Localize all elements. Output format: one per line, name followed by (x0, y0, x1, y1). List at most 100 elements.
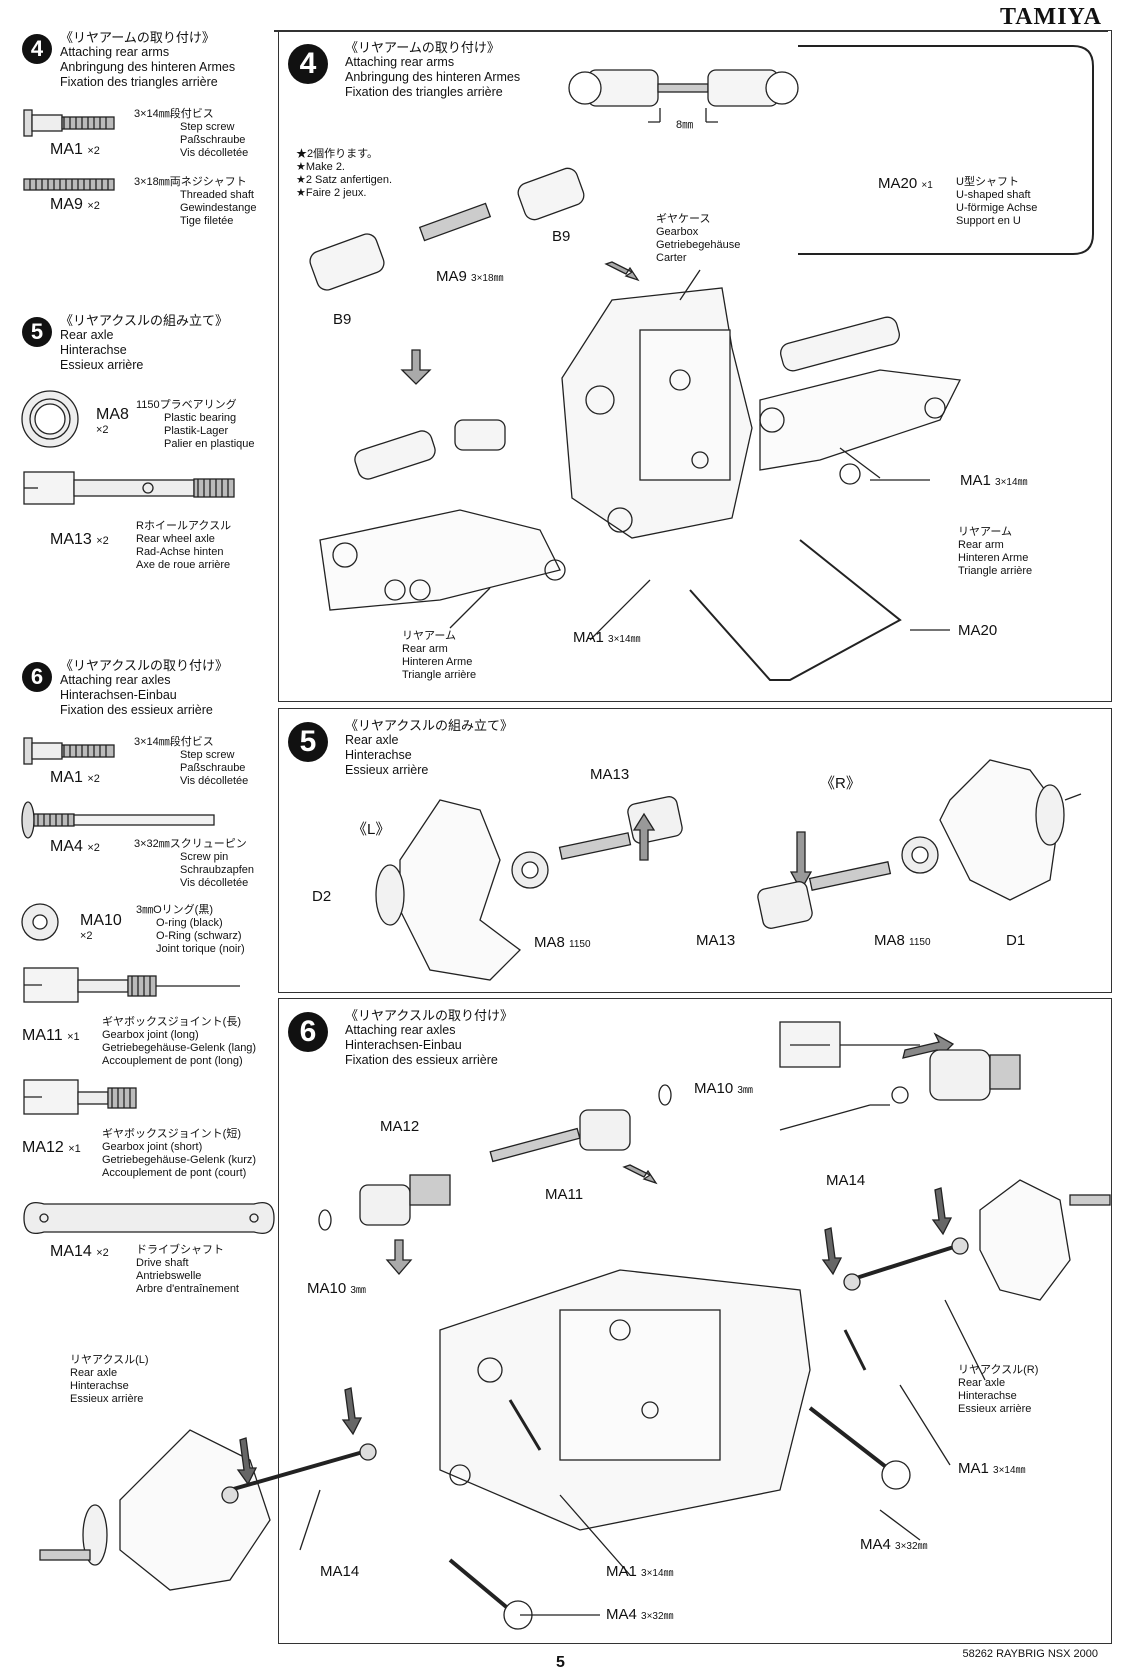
panel4-number-badge: 4 (288, 44, 328, 84)
gearcase-jp: ギヤケース (656, 213, 711, 225)
step6-title-fr: Fixation des essieux arrière (60, 703, 213, 717)
sidebar-step4-part-ma1: MA1 ×2 (50, 141, 100, 159)
sidebar-step6-part-ma14: MA14 ×2 (50, 1243, 109, 1261)
part-qty: ×2 (87, 773, 100, 785)
part-desc-de: Rad-Achse hinten (136, 546, 224, 558)
sidebar-step4-ma9-desc: 3×18㎜両ネジシャフト Threaded shaft Gewindestang… (134, 176, 256, 228)
rear-arm-en: Rear arm (402, 643, 448, 655)
panel4-dimension: 8㎜ (676, 119, 694, 131)
part-desc-jp: Rホイールアクスル (136, 520, 232, 532)
sidebar-step6-ma1-desc: 3×14㎜段付ビス Step screw Paßschraube Vis déc… (134, 736, 248, 788)
step5-title: 《リヤアクスルの組み立て》 Rear axle Hinterachse Essi… (60, 313, 228, 373)
sidebar-step6-part-ma11: MA11 ×1 (22, 1027, 80, 1045)
part-desc-en: Threaded shaft (180, 189, 254, 201)
label-ma1-right6: MA1 3×14㎜ (958, 1460, 1026, 1477)
step6-title-en: Attaching rear axles (60, 673, 171, 687)
part-code: MA1 (50, 141, 83, 158)
panel6-title-fr: Fixation des essieux arrière (345, 1053, 498, 1067)
label-ma9: MA9 3×18㎜ (436, 268, 504, 285)
rear-axle-l-de: Hinterachse (70, 1380, 129, 1392)
label-ma1-bottom: MA1 3×14㎜ (573, 629, 641, 646)
part-desc-en: Rear wheel axle (136, 533, 215, 545)
part-desc-en: Step screw (180, 749, 235, 761)
part-desc-jp: 3×18㎜両ネジシャフト (134, 176, 247, 188)
sidebar-step6-ma12-desc: ギヤボックスジョイント(短) Gearbox joint (short) Get… (102, 1128, 256, 1180)
step5-title-fr: Essieux arrière (60, 358, 144, 372)
ma1-size: 3×14㎜ (641, 1568, 674, 1579)
label-ma20-top: MA20 ×1 (878, 175, 933, 192)
rear-arm-fr: Triangle arrière (958, 565, 1033, 577)
label-ma10-top: MA10 3㎜ (694, 1080, 753, 1097)
ma1-code: MA1 (958, 1460, 989, 1477)
part-code: MA12 (22, 1139, 64, 1156)
ma4-code: MA4 (606, 1606, 637, 1623)
part-desc-fr: Vis décolletée (180, 775, 249, 787)
part-qty: ×2 (87, 200, 100, 212)
note-fr: ★Faire 2 jeux. (296, 187, 367, 199)
sidebar-step6-part-ma1: MA1 ×2 (50, 769, 100, 787)
part-desc-de: Paßschraube (180, 762, 246, 774)
gearcase-fr: Carter (656, 252, 687, 264)
page-number: 5 (556, 1654, 565, 1671)
step4-title-en: Attaching rear arms (60, 45, 170, 59)
rear-arm-en: Rear arm (958, 539, 1004, 551)
sidebar-step6-ma14-desc: ドライブシャフト Drive shaft Antriebswelle Arbre… (136, 1244, 239, 1296)
sidebar-rear-axle-l-label: リヤアクスル(L) Rear axle Hinterachse Essieux … (70, 1354, 149, 1406)
part-qty: ×1 (67, 1031, 80, 1043)
ma1-code: MA1 (606, 1563, 637, 1580)
part-desc-fr: Accouplement de pont (court) (102, 1167, 247, 1179)
label-ma8-right: MA8 1150 (874, 932, 931, 949)
label-l: 《L》 (352, 821, 391, 838)
step5-title-de: Hinterachse (60, 343, 127, 357)
part-code: MA11 (22, 1027, 63, 1044)
part-qty: ×1 (68, 1143, 81, 1155)
part-desc-de: O-Ring (schwarz) (156, 930, 242, 942)
part-desc-jp: 1150プラベアリング (136, 399, 237, 411)
step6-title-jp: 《リヤアクスルの取り付け》 (60, 658, 228, 673)
panel6-title: 《リヤアクスルの取り付け》 Attaching rear axles Hinte… (345, 1008, 513, 1068)
sidebar-step6-part-ma10: MA10 ×2 (80, 912, 122, 942)
part-qty: ×2 (96, 424, 109, 436)
ma1-code: MA1 (960, 472, 991, 489)
panel6-title-en: Attaching rear axles (345, 1023, 456, 1037)
label-ma10-left: MA10 3㎜ (307, 1280, 366, 1297)
step5-number-badge: 5 (22, 317, 52, 347)
label-b9-left: B9 (333, 311, 352, 328)
panel5-title-fr: Essieux arrière (345, 763, 429, 777)
rear-axle-r-jp: リヤアクスル(R) (958, 1364, 1039, 1376)
step5-title-jp: 《リヤアクスルの組み立て》 (60, 313, 228, 328)
ma1-size: 3×14㎜ (995, 477, 1028, 488)
label-b9-top: B9 (552, 228, 571, 245)
panel4-title-en: Attaching rear arms (345, 55, 455, 69)
label-ma11: MA11 (545, 1186, 584, 1203)
step4-title-fr: Fixation des triangles arrière (60, 75, 218, 89)
note-en: ★Make 2. (296, 161, 345, 173)
part-desc-de: Getriebegehäuse-Gelenk (lang) (102, 1042, 257, 1054)
step6-title-de: Hinterachsen-Einbau (60, 688, 177, 702)
label-ma9-code: MA9 (436, 268, 467, 285)
label-ma1-bottom6: MA1 3×14㎜ (606, 1563, 674, 1580)
rear-axle-l-fr: Essieux arrière (70, 1393, 144, 1405)
step5-title-en: Rear axle (60, 328, 114, 342)
ma8-code: MA8 (874, 932, 905, 949)
step6-title: 《リヤアクスルの取り付け》 Attaching rear axles Hinte… (60, 658, 228, 718)
panel5-title-de: Hinterachse (345, 748, 412, 762)
label-rear-axle-r: リヤアクスル(R) Rear axle Hinterachse Essieux … (958, 1364, 1038, 1416)
sidebar-step5-ma8-desc: 1150プラベアリング Plastic bearing Plastik-Lage… (136, 399, 255, 451)
part-desc-fr: Vis décolletée (180, 877, 249, 889)
panel4-title-de: Anbringung des hinteren Armes (345, 70, 521, 84)
label-ma8-left: MA8 1150 (534, 934, 591, 951)
panel5-number-badge: 5 (288, 722, 328, 762)
ma10-size: 3㎜ (350, 1285, 366, 1296)
part-qty: ×2 (96, 535, 109, 547)
part-desc-jp: ギヤボックスジョイント(短) (102, 1128, 241, 1140)
part-desc-fr: Tige filetée (180, 215, 234, 227)
part-desc-fr: Vis décolletée (180, 147, 249, 159)
panel4-title-fr: Fixation des triangles arrière (345, 85, 503, 99)
sidebar-step6-ma4-desc: 3×32㎜スクリューピン Screw pin Schraubzapfen Vis… (134, 838, 254, 890)
ma20-code: MA20 (878, 175, 918, 192)
label-ma1-right: MA1 3×14㎜ (960, 472, 1028, 489)
part-desc-jp: 3×32㎜スクリューピン (134, 838, 247, 850)
sidebar-step4-part-ma9: MA9 ×2 (50, 196, 100, 214)
part-desc-jp: 3㎜Oリング(黒) (136, 904, 213, 916)
